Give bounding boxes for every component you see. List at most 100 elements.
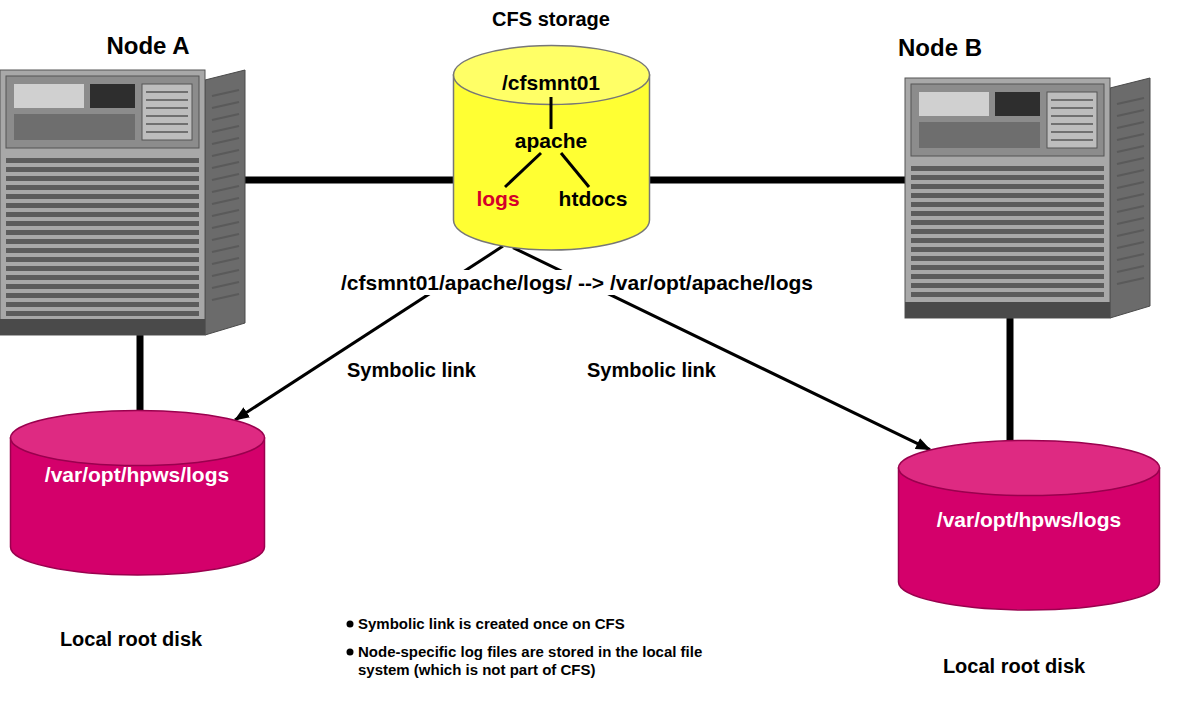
server-side-vent <box>212 186 239 192</box>
server-side-vent <box>212 162 239 168</box>
server-side-vent <box>1117 134 1144 140</box>
server-vent <box>1051 115 1093 117</box>
edge-label: Symbolic link <box>585 358 718 382</box>
server-front <box>0 70 205 335</box>
server-base <box>905 302 1110 318</box>
server-grille <box>6 194 199 199</box>
node-heading: Node B <box>898 34 982 62</box>
server-grille <box>911 283 1104 288</box>
connection-line <box>650 177 905 184</box>
server-node: Node B <box>905 78 1150 318</box>
server-vent <box>146 99 188 101</box>
server-bay <box>142 84 192 140</box>
server-grille <box>911 202 1104 207</box>
node-heading: Node A <box>106 32 189 60</box>
server-side-vent <box>1117 146 1144 152</box>
server-grille <box>6 257 199 262</box>
cylinder-top <box>899 441 1160 496</box>
cylinder-top <box>11 411 265 466</box>
disk-heading: Local root disk <box>943 655 1085 678</box>
server-grille <box>911 193 1104 198</box>
server-bay <box>919 92 989 116</box>
server-side-vent <box>212 246 239 252</box>
server-panel <box>911 84 1104 156</box>
server-node: Node A <box>0 70 245 335</box>
server-grille <box>6 167 199 172</box>
server-grille <box>911 247 1104 252</box>
server-side-vent <box>1117 194 1144 200</box>
bullet-dot <box>347 621 354 628</box>
server-side-vent <box>212 294 239 300</box>
tree-line <box>505 153 541 187</box>
server-grille <box>911 220 1104 225</box>
server-grille <box>911 292 1104 297</box>
server-side-vent <box>1117 242 1144 248</box>
server-side-vent <box>1117 158 1144 164</box>
disk-path: /var/opt/hpws/logs <box>45 463 229 487</box>
server-outline <box>0 70 245 335</box>
server-side-vent <box>1117 122 1144 128</box>
server-vent <box>1051 131 1093 133</box>
connection-line <box>245 177 453 184</box>
directory-name: logs <box>476 187 519 211</box>
server-side <box>1110 78 1150 318</box>
server-side-vent <box>212 210 239 216</box>
server-side-vent <box>212 102 239 108</box>
server-vent <box>1051 123 1093 125</box>
server-side-vent <box>212 138 239 144</box>
server-bay <box>14 114 135 140</box>
cylinder-body <box>454 75 650 250</box>
server-bay <box>90 84 135 108</box>
server-grille <box>911 211 1104 216</box>
bullet-note: Node-specific log files are stored in th… <box>358 643 758 679</box>
server-bay <box>995 92 1040 116</box>
directory-name: apache <box>515 129 587 153</box>
server-side-vent <box>212 150 239 156</box>
connection-line <box>1007 318 1014 440</box>
server-grille <box>6 158 199 163</box>
server-grille <box>911 184 1104 189</box>
disk-heading: Local root disk <box>60 628 202 651</box>
server-side-vent <box>212 198 239 204</box>
server-side-vent <box>1117 98 1144 104</box>
server-side-vent <box>212 222 239 228</box>
server-bay <box>919 122 1040 148</box>
server-vent <box>146 131 188 133</box>
server-grille <box>6 266 199 271</box>
server-grille <box>6 203 199 208</box>
server-side-vent <box>1117 266 1144 272</box>
directory-name: htdocs <box>559 187 628 211</box>
server-vent <box>146 123 188 125</box>
server-grille <box>6 311 199 316</box>
server-side-vent <box>212 90 239 96</box>
server-side-vent <box>212 282 239 288</box>
edge-label: Symbolic link <box>345 358 478 382</box>
server-grille <box>6 185 199 190</box>
disk-cylinder: /var/opt/hpws/logsLocal root disk <box>10 410 265 575</box>
connection-line <box>137 335 144 410</box>
tree-line <box>550 97 553 129</box>
server-side-vent <box>1117 206 1144 212</box>
server-vent <box>1051 107 1093 109</box>
disk-cylinder: /var/opt/hpws/logsLocal root disk <box>898 440 1160 610</box>
server-grille <box>911 274 1104 279</box>
server-side-vent <box>1117 218 1144 224</box>
directory-name: /cfsmnt01 <box>502 71 600 95</box>
storage-heading: CFS storage <box>492 8 610 31</box>
bullet-dot <box>347 649 354 656</box>
server-grille <box>6 239 199 244</box>
server-vent <box>1051 99 1093 101</box>
server-grille <box>911 265 1104 270</box>
server-grille <box>6 212 199 217</box>
server-grille <box>6 221 199 226</box>
server-grille <box>6 284 199 289</box>
disk-outline <box>10 410 265 575</box>
server-bay <box>14 84 84 108</box>
server-side-vent <box>1117 182 1144 188</box>
disk-path: /var/opt/hpws/logs <box>937 508 1121 532</box>
server-front <box>905 78 1110 318</box>
bullet-note: Symbolic link is created once on CFS <box>358 615 778 633</box>
server-side-vent <box>1117 110 1144 116</box>
server-grille <box>6 293 199 298</box>
server-grille <box>6 275 199 280</box>
